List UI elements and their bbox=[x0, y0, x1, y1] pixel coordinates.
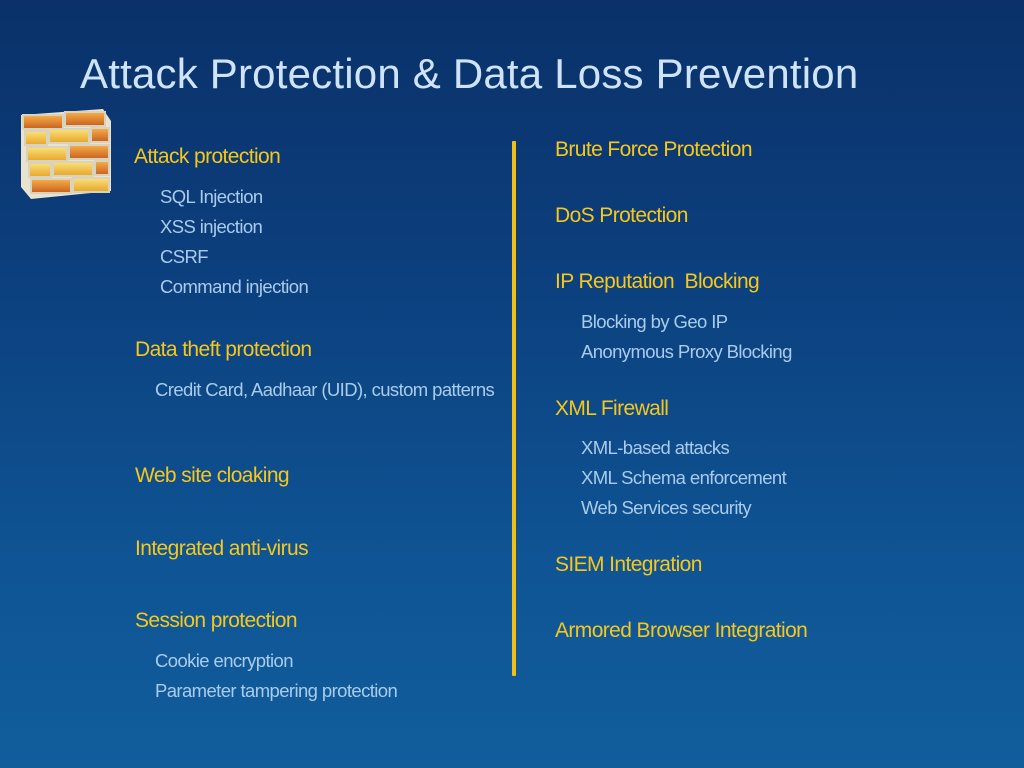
item-anonymous-proxy-blocking: Anonymous Proxy Blocking bbox=[581, 341, 792, 362]
item-xss-injection: XSS injection bbox=[160, 216, 263, 237]
heading-xml-firewall: XML Firewall bbox=[555, 397, 669, 420]
heading-data-theft-protection: Data theft protection bbox=[135, 338, 312, 361]
heading-armored-browser-integration: Armored Browser Integration bbox=[555, 619, 808, 642]
heading-siem-integration: SIEM Integration bbox=[555, 553, 702, 576]
item-sql-injection: SQL Injection bbox=[160, 186, 263, 207]
column-divider bbox=[512, 141, 516, 676]
heading-attack-protection: Attack protection bbox=[134, 145, 281, 168]
item-web-services-security: Web Services security bbox=[581, 497, 752, 518]
heading-ip-reputation-blocking: IP Reputation Blocking bbox=[555, 270, 760, 293]
item-blocking-geo-ip: Blocking by Geo IP bbox=[581, 311, 728, 332]
item-parameter-tampering: Parameter tampering protection bbox=[155, 680, 398, 701]
heading-session-protection: Session protection bbox=[135, 609, 298, 632]
item-command-injection: Command injection bbox=[160, 276, 309, 297]
item-xml-schema-enforcement: XML Schema enforcement bbox=[581, 467, 787, 488]
item-csrf: CSRF bbox=[160, 246, 209, 267]
heading-brute-force-protection: Brute Force Protection bbox=[555, 138, 753, 161]
item-xml-based-attacks: XML-based attacks bbox=[581, 437, 730, 458]
brick-firewall-icon bbox=[21, 109, 111, 199]
item-credit-card-patterns: Credit Card, Aadhaar (UID), custom patte… bbox=[155, 379, 495, 400]
item-cookie-encryption: Cookie encryption bbox=[155, 650, 293, 671]
heading-integrated-anti-virus: Integrated anti-virus bbox=[135, 537, 309, 560]
heading-dos-protection: DoS Protection bbox=[555, 204, 688, 227]
heading-web-site-cloaking: Web site cloaking bbox=[135, 464, 290, 487]
slide-title: Attack Protection & Data Loss Prevention bbox=[80, 50, 859, 97]
